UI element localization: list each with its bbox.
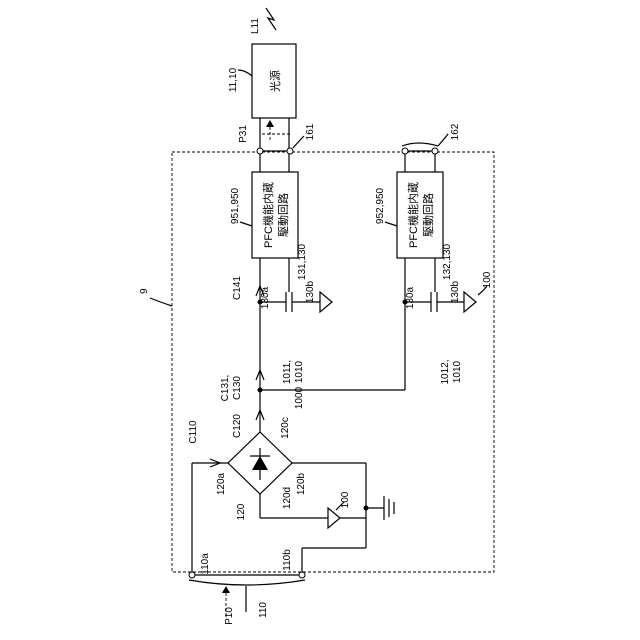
label-110b: 110b [282,549,293,571]
label-1000: 1000 [294,386,305,409]
label-120b: 120b [296,472,307,495]
label-light-source-id: 11,10 [228,67,239,92]
rectifier-bridge-120 [228,432,292,494]
junction-dot [258,388,263,393]
label-1010-b: 1010 [452,360,463,383]
label-ground-100-top: 100 [482,271,493,288]
label-952-950: 952,950 [375,187,386,224]
driver-circuit-952: PFC機能内蔵 駆動回路 [397,172,443,258]
p10-arrow-icon [222,586,230,593]
ground-100-icon [328,508,340,528]
label-C130: C130 [232,376,243,400]
label-c1-130b: 130b [305,280,316,303]
label-ground-100-bot: 100 [340,491,351,508]
label-9: 9 [139,288,150,294]
label-L11: L11 [250,18,261,34]
label-110a: 110a [200,553,211,575]
connector-161 [257,148,293,154]
label-120a: 120a [216,472,227,495]
light-emission-icon [266,8,276,30]
light-source-label: 光源 [268,70,282,92]
boundary-leader [150,298,172,306]
label-131-130: 131,130 [297,243,308,280]
label-P10: P10 [224,607,235,625]
earth-ground-icon [366,496,394,520]
driver-circuit-951: PFC機能内蔵 駆動回路 [252,172,298,258]
driver-952-line1: PFC機能内蔵 [406,182,420,248]
light-source-leader [238,70,252,76]
label-c2-130b: 130b [450,280,461,303]
driver-952-line2: 駆動回路 [421,193,435,237]
label-C120: C120 [232,414,243,438]
label-132-130: 132,130 [442,243,453,280]
label-1012: 1012, [440,359,451,384]
driver-951-line2: 駆動回路 [276,193,290,237]
connector-162-leader [438,134,448,146]
label-120: 120 [236,503,247,520]
p31-arrow-icon [266,120,274,127]
ground-100-icon [320,292,332,312]
label-162: 162 [450,123,461,140]
ground-100-icon [464,292,476,312]
label-1011: 1011, [282,360,293,384]
label-951-950: 951,950 [230,187,241,224]
label-c2-130a: 130a [405,286,416,309]
label-P31: P31 [238,125,249,143]
driver-951-line1: PFC機能内蔵 [261,182,275,248]
label-1010-a: 1010 [294,360,305,383]
label-110: 110 [258,602,269,618]
label-161: 161 [305,123,316,140]
label-120c: 120c [280,417,291,439]
light-source: 光源 [252,44,296,118]
connector-161-leader [293,136,304,148]
label-C110: C110 [188,420,199,444]
label-120d: 120d [282,487,293,509]
label-C141: C141 [232,276,243,300]
label-C131: C131, [220,375,231,402]
